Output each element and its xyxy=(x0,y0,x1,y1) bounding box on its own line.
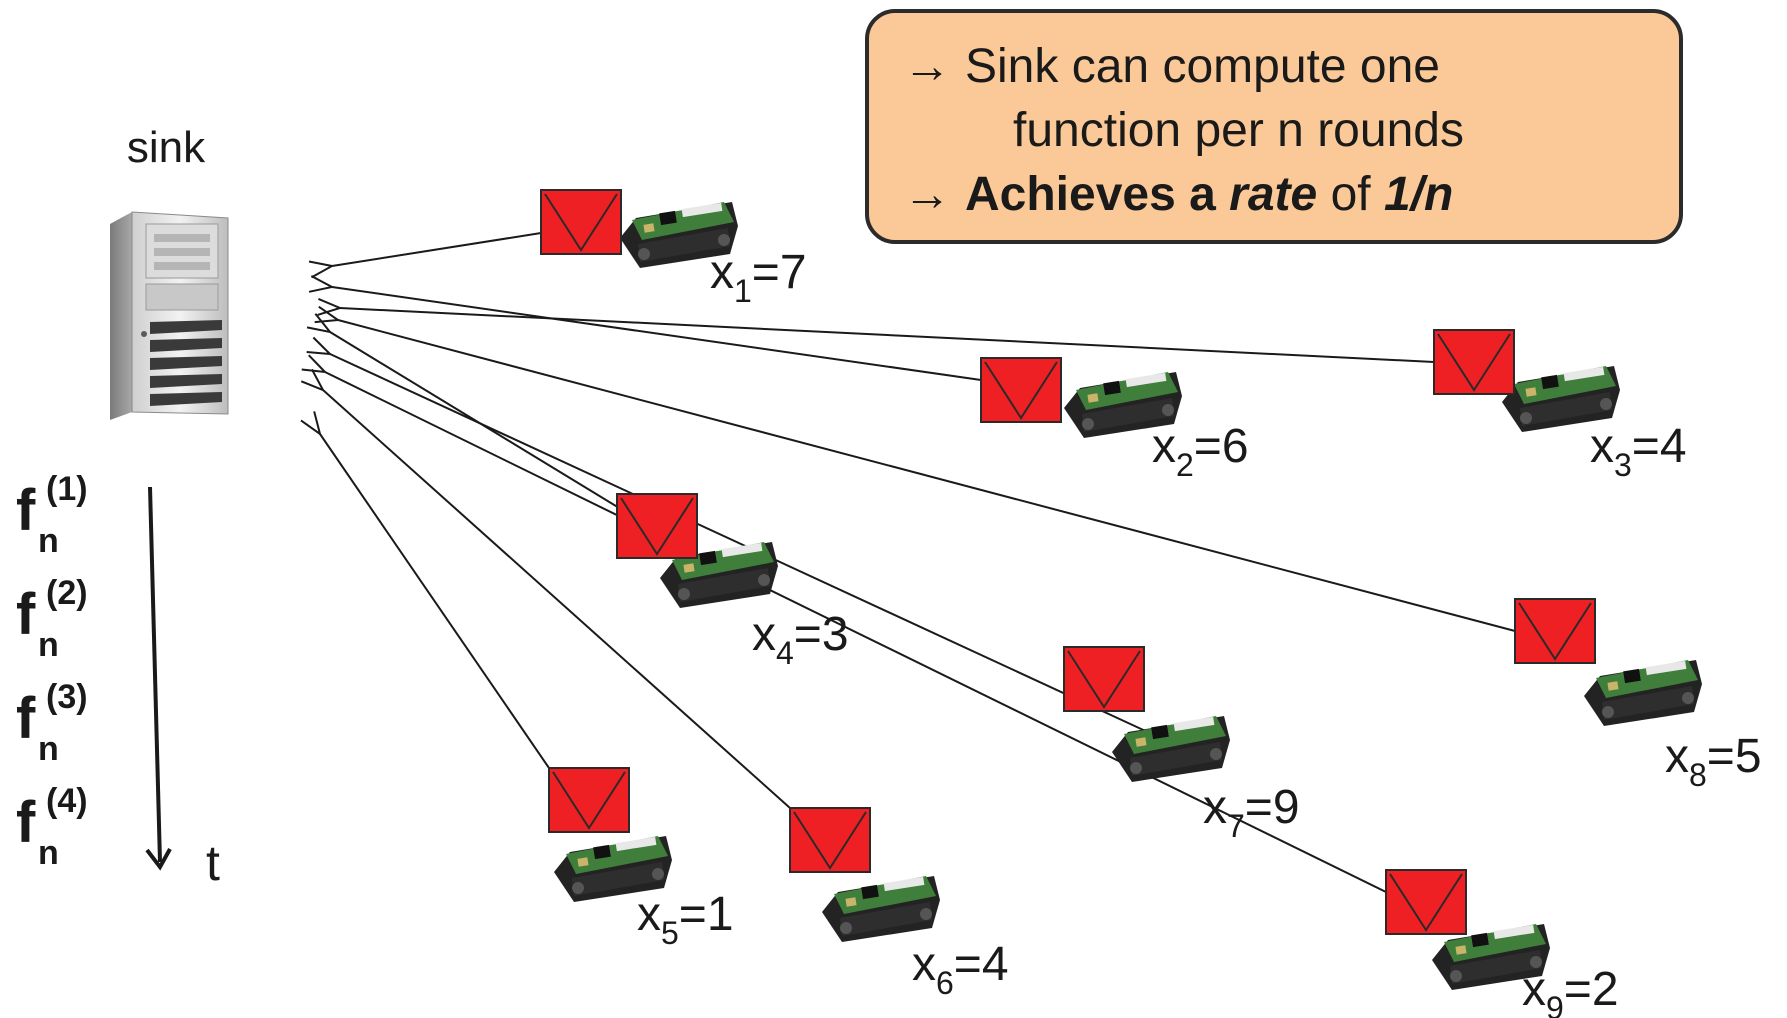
sensor-node: x3=4 xyxy=(1433,329,1687,483)
time-axis: t xyxy=(145,486,220,891)
node-value-label: x3=4 xyxy=(1590,420,1687,483)
sensor-node: x1=7 xyxy=(540,189,807,309)
sensor-mote-icon xyxy=(1112,716,1230,782)
function-label: fn(1) xyxy=(16,470,88,560)
message-envelope-icon xyxy=(1385,869,1467,935)
callout-line-2: function per n rounds xyxy=(1013,104,1464,157)
callout-line-3: →Achieves a rate of 1/n xyxy=(903,163,1649,227)
message-envelope-icon xyxy=(1514,598,1596,664)
message-arrow xyxy=(320,434,550,769)
sensor-mote-icon xyxy=(1584,660,1702,726)
message-edges xyxy=(320,232,1516,893)
sink-server: sink xyxy=(110,123,229,420)
sink-label: sink xyxy=(127,123,206,172)
sensor-mote-icon xyxy=(822,876,940,942)
sensor-node: x4=3 xyxy=(616,493,849,671)
sensor-mote-icon xyxy=(554,836,672,902)
sensor-mote-icon xyxy=(1502,366,1620,432)
message-envelope-icon xyxy=(980,357,1062,423)
node-value-label: x2=6 xyxy=(1152,420,1249,483)
message-arrow xyxy=(338,320,1516,632)
node-value-label: x8=5 xyxy=(1665,730,1762,793)
function-list: fn(1) fn(2) fn(3) fn(4) xyxy=(16,470,88,872)
time-axis-label: t xyxy=(206,835,220,891)
node-value-label: x5=1 xyxy=(637,888,734,951)
sensor-node: x7=9 xyxy=(1063,646,1300,844)
function-label: fn(3) xyxy=(16,678,88,768)
arrow-right-icon: → xyxy=(903,40,951,93)
function-label: fn(4) xyxy=(16,782,88,872)
node-value-label: x9=2 xyxy=(1522,963,1619,1018)
message-envelope-icon xyxy=(1433,329,1515,395)
node-value-label: x7=9 xyxy=(1203,781,1300,844)
function-label: fn(2) xyxy=(16,574,88,664)
sensor-mote-icon xyxy=(1432,924,1550,990)
sensor-node: x8=5 xyxy=(1514,598,1762,793)
sensor-mote-icon xyxy=(1064,372,1182,438)
callout-line-1: →Sink can compute one xyxy=(903,35,1649,99)
rate-callout-box: →Sink can compute one function per n rou… xyxy=(865,9,1683,244)
sensor-node: x5=1 xyxy=(548,767,734,951)
sensor-node: x9=2 xyxy=(1385,869,1619,1018)
message-arrow xyxy=(332,232,542,266)
server-tower-icon xyxy=(110,211,229,420)
message-arrow xyxy=(340,308,1435,363)
message-arrow xyxy=(325,372,1387,893)
sensor-node: x2=6 xyxy=(980,357,1249,483)
message-arrow xyxy=(332,287,982,381)
message-envelope-icon xyxy=(789,807,871,873)
arrow-right-icon: → xyxy=(903,168,951,221)
sensor-node: x6=4 xyxy=(789,807,1009,1001)
message-envelope-icon xyxy=(616,493,698,559)
sensor-mote-icon xyxy=(620,202,738,268)
message-envelope-icon xyxy=(540,189,622,255)
message-envelope-icon xyxy=(1063,646,1145,712)
node-value-label: x4=3 xyxy=(752,608,849,671)
node-value-label: x6=4 xyxy=(912,938,1009,1001)
message-arrow xyxy=(323,390,791,809)
node-value-label: x1=7 xyxy=(710,246,807,309)
sensor-nodes: x1=7 x2=6 x3=4 x4=3 x5=1 x6=4 x7=9 x8=5 x9=2 xyxy=(540,189,1762,1018)
message-envelope-icon xyxy=(548,767,630,833)
